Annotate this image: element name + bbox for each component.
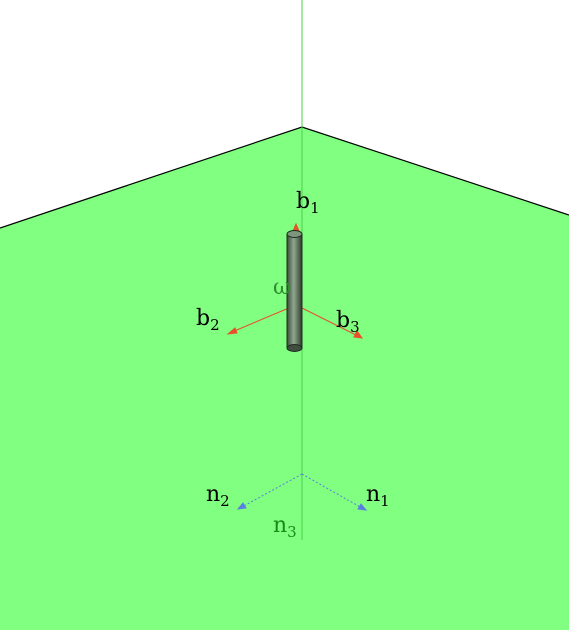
ground-plane	[0, 127, 569, 630]
b1-label: b1	[296, 189, 320, 217]
n2-arrowhead	[236, 502, 247, 510]
n2-arrow	[241, 473, 303, 508]
rod-top-cap	[286, 230, 303, 238]
rod-body	[286, 230, 303, 352]
n1-label: n1	[366, 482, 390, 510]
b2-arrow	[231, 304, 297, 333]
rod-bottom-cap	[286, 344, 303, 352]
b3-arrowhead	[353, 330, 364, 339]
n1-arrowhead	[357, 503, 368, 511]
n2-label: n2	[206, 482, 230, 510]
n3-label: n3	[273, 513, 297, 541]
omega-label: ω	[273, 275, 291, 300]
b3-label: b3	[336, 308, 360, 336]
b2-arrowhead	[226, 327, 238, 335]
inertial-frame-arrows	[236, 473, 368, 511]
b2-label: b2	[196, 306, 220, 334]
b3-arrow	[295, 304, 359, 337]
n1-arrow	[301, 473, 363, 509]
